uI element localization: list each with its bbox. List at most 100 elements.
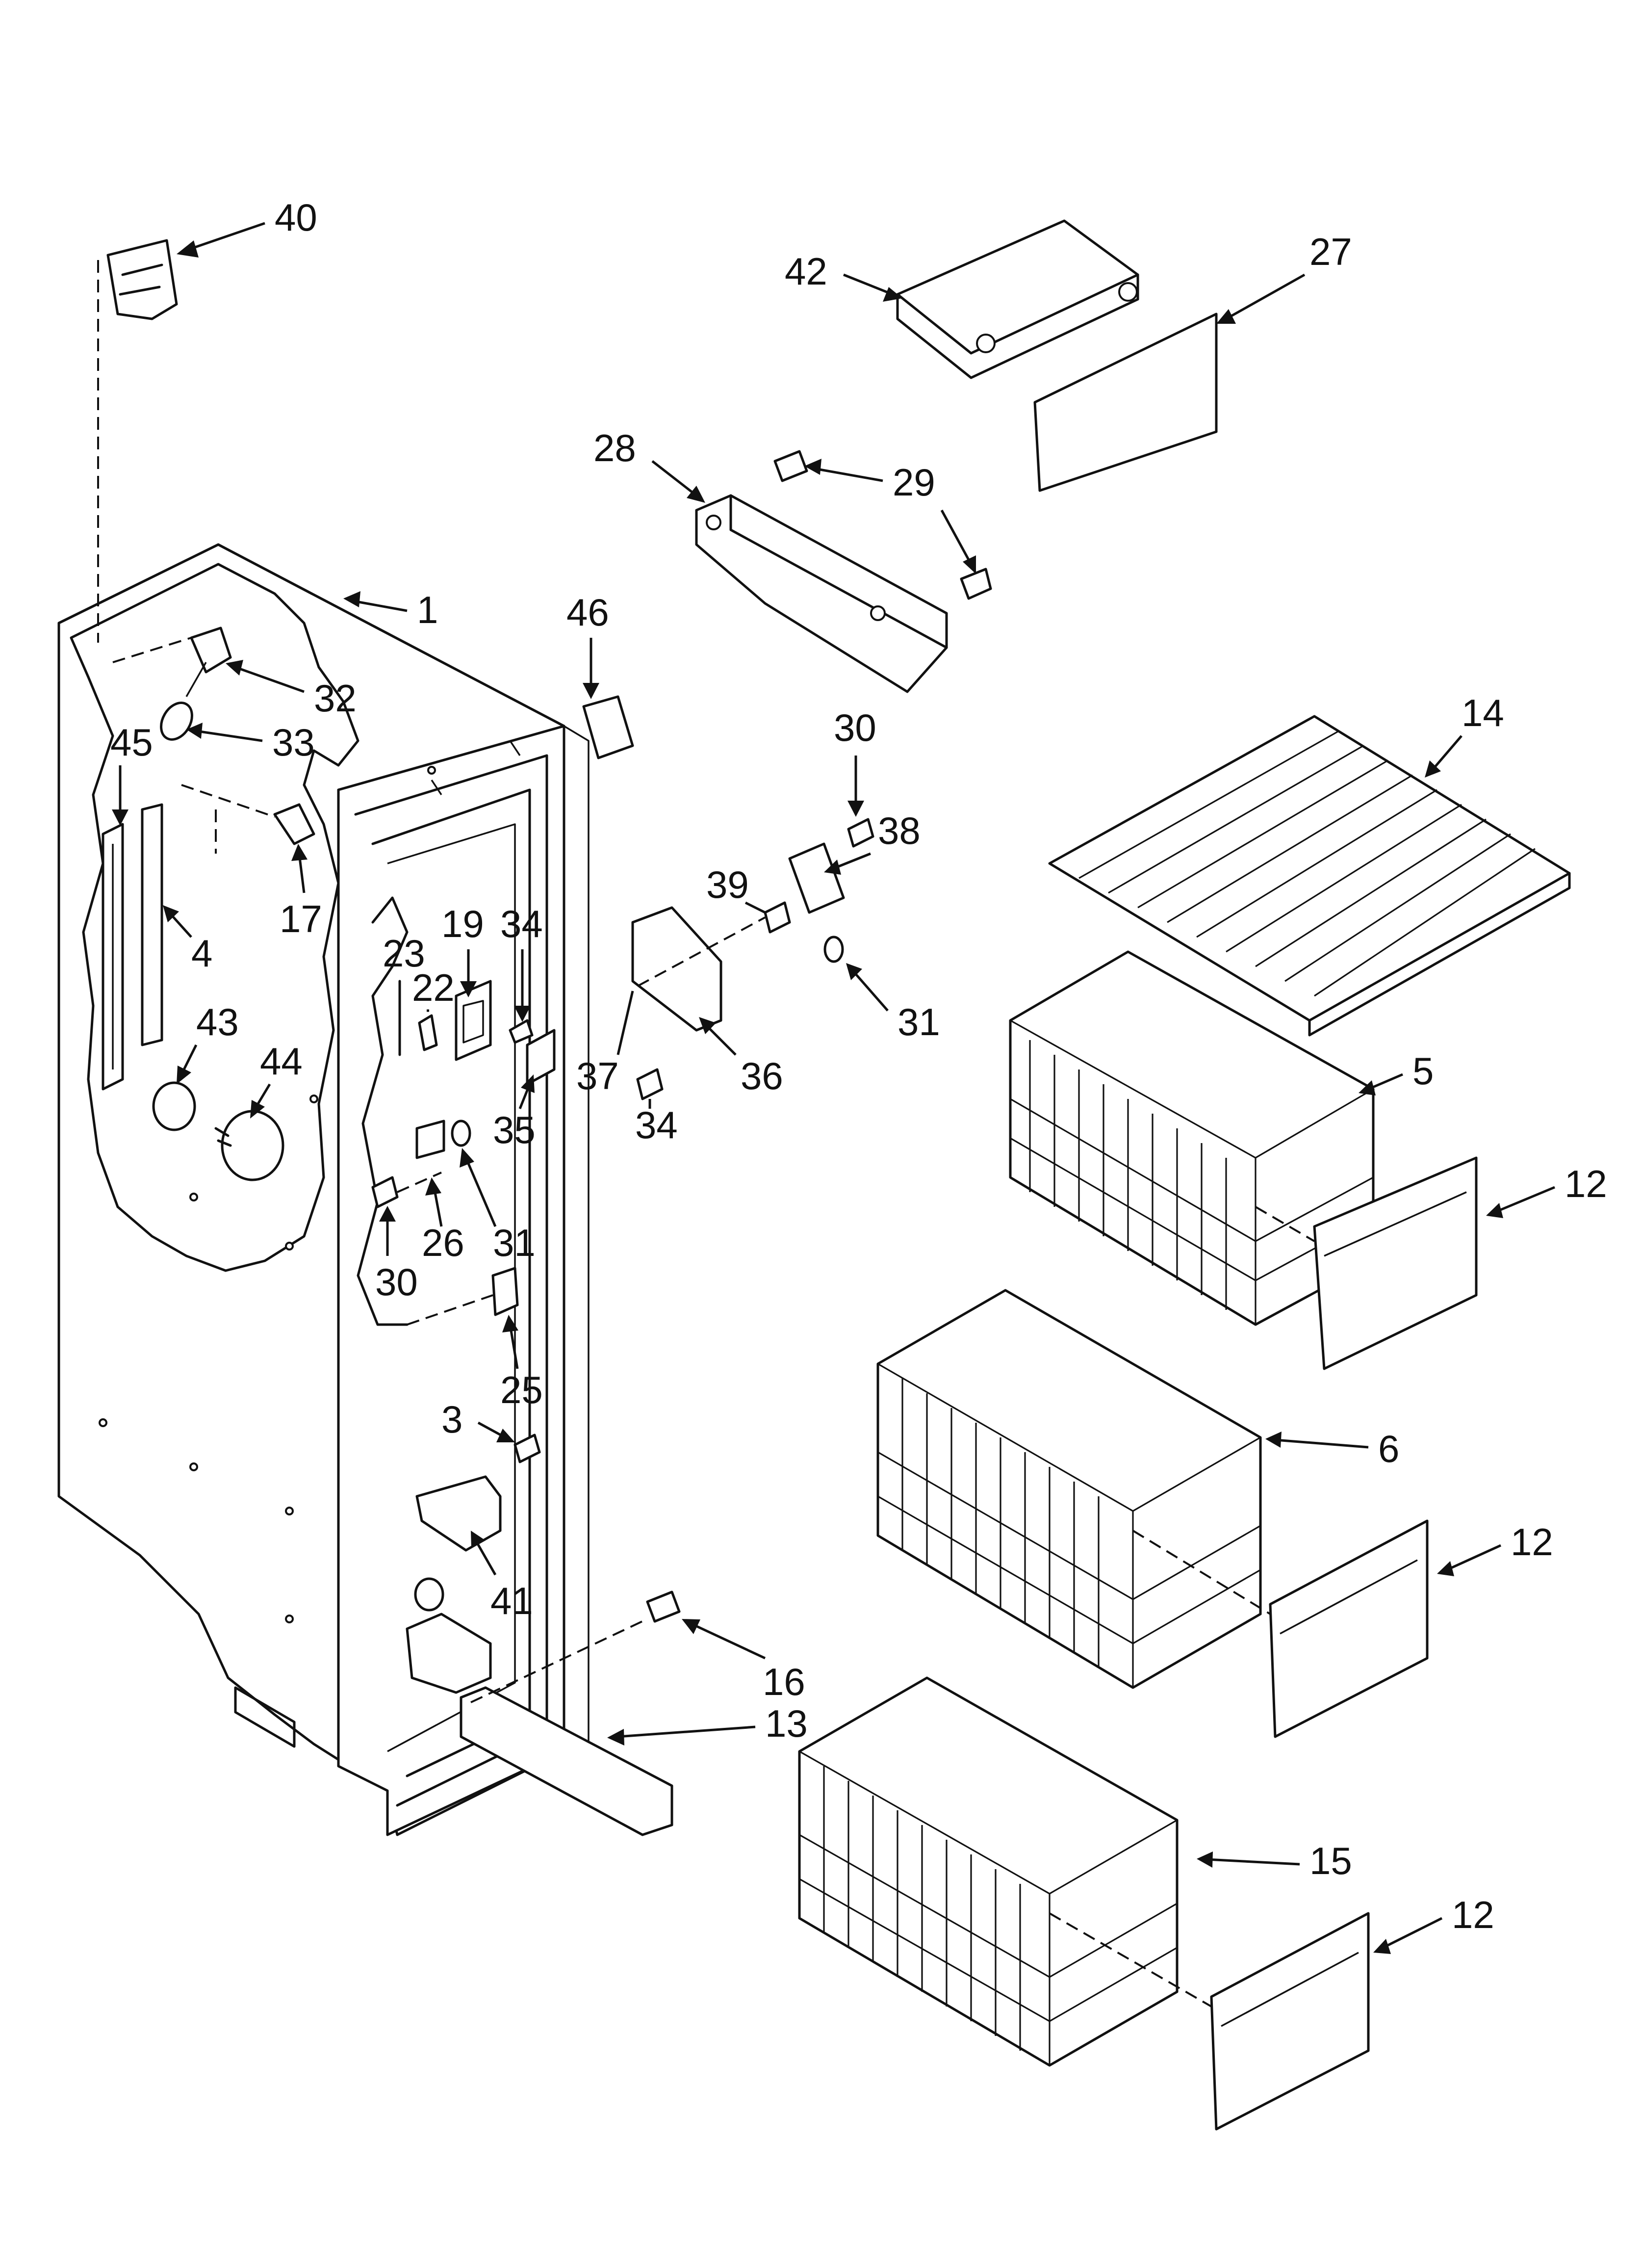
callout-42: 42 [785,250,902,302]
svg-text:43: 43 [196,1000,239,1043]
svg-text:25: 25 [500,1368,543,1411]
callout-31b: 31 [460,1148,536,1264]
svg-text:41: 41 [490,1579,533,1622]
callout-45: 45 [110,721,153,826]
callout-4: 4 [163,905,212,975]
part-45-4-strips [102,803,163,1091]
part-32-33-light [112,626,232,741]
part-46-box [582,695,634,759]
svg-text:16: 16 [763,1660,805,1703]
part-42-27 [896,219,1218,492]
part-14-shelf [1048,715,1571,1037]
svg-text:42: 42 [785,250,827,293]
callout-33: 33 [186,721,315,764]
callout-6: 6 [1265,1427,1399,1470]
svg-text:4: 4 [191,932,212,975]
callout-15: 15 [1197,1839,1352,1882]
svg-text:6: 6 [1378,1427,1399,1470]
part-43-44-lamp [152,1081,284,1181]
part-19-control [398,980,556,1086]
callout-29a: 29 [804,459,935,504]
callout-14: 14 [1425,691,1504,778]
callouts: 40 42 27 28 29 29 1 46 32 33 45 17 4 30 [110,196,1607,1954]
callout-1: 1 [343,588,438,631]
callout-38: 38 [824,809,921,875]
part-25-switch [407,1267,519,1326]
callout-3: 3 [441,1398,515,1442]
svg-text:38: 38 [878,809,921,852]
svg-text:45: 45 [110,721,153,764]
svg-text:35: 35 [493,1108,536,1151]
part-17-clip [181,784,315,854]
callout-37: 37 [576,991,634,1097]
svg-text:12: 12 [1511,1520,1553,1564]
callout-41: 41 [471,1531,533,1622]
callout-17: 17 [280,844,322,940]
svg-text:30: 30 [375,1260,418,1303]
svg-text:32: 32 [314,677,357,720]
svg-text:46: 46 [566,591,609,634]
svg-text:30: 30 [834,706,876,749]
callout-39: 39 [706,863,766,914]
part-28-bracket [695,450,992,693]
svg-text:28: 28 [593,426,636,469]
part-6-basket [876,1289,1262,1689]
callout-19: 19 [441,902,484,997]
svg-text:19: 19 [441,902,484,945]
callout-31a: 31 [846,963,940,1043]
svg-text:26: 26 [422,1221,464,1264]
callout-22: 22 [412,966,455,1012]
svg-text:3: 3 [441,1398,462,1441]
part-26-relay [371,1120,471,1208]
svg-text:17: 17 [280,897,322,940]
svg-text:31: 31 [493,1221,536,1264]
callout-27: 27 [1216,230,1352,324]
callout-30a: 30 [834,706,876,817]
part-15-basket [798,1676,1179,2067]
callout-29b: 29 [940,509,976,574]
callout-25: 25 [500,1315,543,1411]
svg-text:33: 33 [272,721,315,764]
svg-text:1: 1 [417,588,438,631]
svg-text:14: 14 [1462,691,1504,734]
callout-5: 5 [1359,1049,1434,1095]
svg-text:44: 44 [260,1040,303,1083]
callout-28: 28 [593,426,705,503]
callout-30b: 30 [375,1206,418,1303]
svg-text:29: 29 [893,461,935,504]
part-38-board [788,818,874,914]
svg-text:12: 12 [1452,1893,1494,1936]
callout-44: 44 [250,1040,303,1119]
callout-16: 16 [682,1619,805,1703]
part-3-41 [414,1434,541,1612]
svg-text:12: 12 [1565,1162,1607,1205]
svg-text:39: 39 [706,863,749,906]
svg-text:23: 23 [383,932,425,975]
part-12-fronts [1049,1156,1478,2131]
callout-12a: 12 [1486,1162,1607,1218]
svg-text:13: 13 [765,1702,808,1745]
part-40-cap [106,239,178,320]
callout-32: 32 [226,660,357,720]
callout-12b: 12 [1437,1520,1553,1576]
svg-text:5: 5 [1412,1049,1434,1093]
svg-text:34: 34 [500,902,543,945]
svg-text:37: 37 [576,1054,619,1097]
callout-23: 23 [383,932,425,975]
svg-text:15: 15 [1309,1839,1352,1882]
callout-26: 26 [422,1177,464,1264]
svg-text:34: 34 [635,1103,678,1147]
callout-46: 46 [566,591,609,699]
part-13-bar [460,1590,681,1836]
callout-34b: 34 [635,1099,678,1147]
callout-36: 36 [699,1017,783,1097]
svg-text:40: 40 [275,196,317,239]
svg-text:27: 27 [1309,230,1352,273]
callout-35: 35 [493,1074,536,1151]
part-5-basket [1009,950,1375,1326]
callout-13: 13 [607,1702,808,1746]
callout-12c: 12 [1373,1893,1494,1954]
callout-40: 40 [177,196,317,258]
svg-text:22: 22 [412,966,455,1009]
